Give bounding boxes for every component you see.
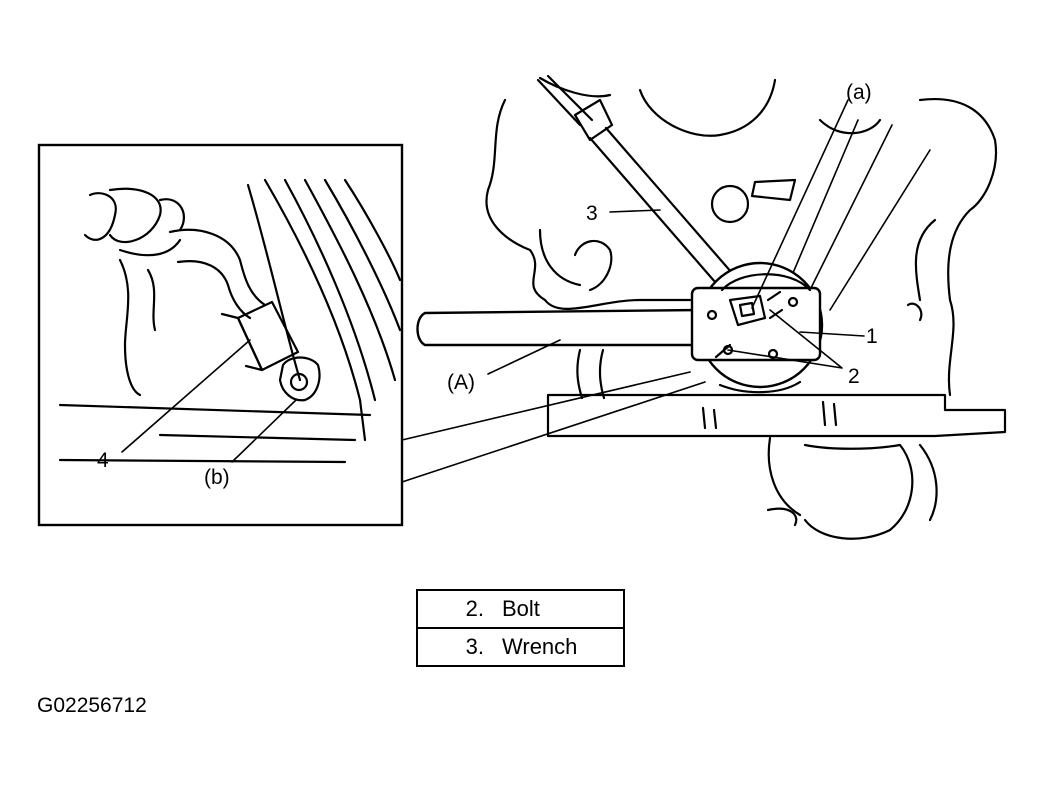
callout-1: 1 bbox=[866, 325, 878, 348]
legend-number: 2. bbox=[465, 596, 484, 621]
detail-inset bbox=[37, 143, 404, 527]
leader-lines bbox=[487, 99, 865, 375]
inset-pointer bbox=[401, 371, 706, 483]
legend-label: Wrench bbox=[502, 634, 578, 659]
wrench bbox=[536, 74, 754, 307]
engine-block bbox=[485, 76, 1007, 540]
callout-2: 2 bbox=[848, 365, 860, 388]
legend-row: 2. Bolt bbox=[416, 589, 625, 629]
legend-number: 3. bbox=[465, 634, 484, 659]
holder-tool bbox=[416, 261, 824, 394]
legend-row: 3. Wrench bbox=[416, 627, 625, 667]
callout-3: 3 bbox=[586, 202, 598, 225]
legend-table: 2. Bolt 3. Wrench bbox=[416, 589, 625, 667]
callout-b: (b) bbox=[204, 466, 230, 489]
figure-id: G02256712 bbox=[37, 694, 147, 717]
legend-label: Bolt bbox=[502, 596, 540, 621]
callout-4: 4 bbox=[97, 449, 109, 472]
callout-tool-a: (A) bbox=[447, 371, 475, 394]
callout-a: (a) bbox=[846, 81, 872, 104]
